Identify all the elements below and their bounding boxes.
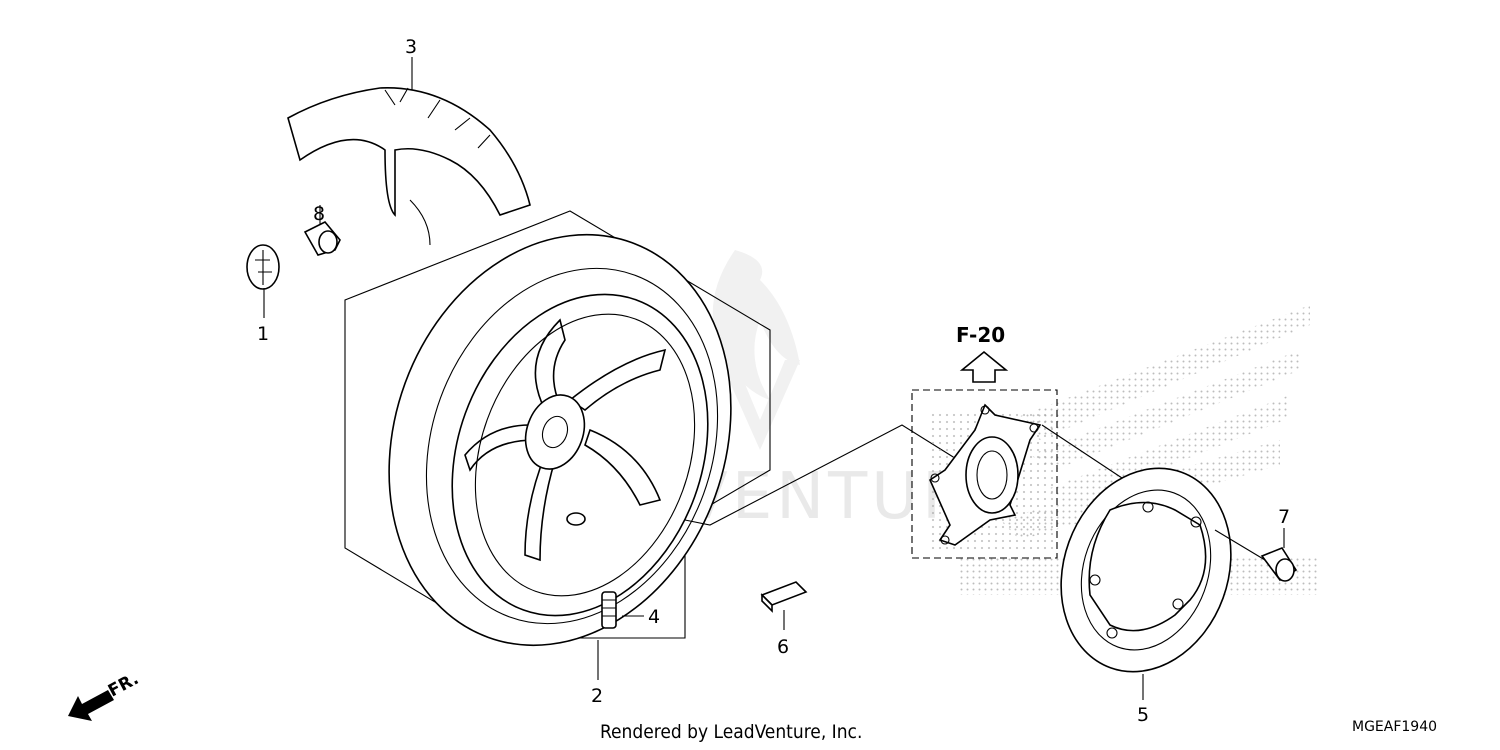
wing-shading (960, 305, 1320, 595)
bolt-part-7 (1214, 528, 1298, 582)
callout-7: 7 (1278, 506, 1290, 528)
diagram-code: MGEAF1940 (1352, 719, 1437, 735)
disc-leader (1041, 424, 1126, 481)
wheel-part-2 (388, 233, 732, 647)
f20-label: F-20 (956, 323, 1005, 347)
tire-part-3 (287, 87, 531, 246)
flange-part (928, 403, 1042, 546)
cap-part-1 (246, 244, 280, 318)
callout-1: 1 (257, 323, 269, 345)
wheel-group-outline (344, 210, 771, 639)
weight-part-6 (760, 581, 808, 630)
callout-2: 2 (591, 685, 603, 707)
valve-part-4 (601, 591, 644, 629)
callout-6: 6 (777, 636, 789, 658)
callout-3: 3 (405, 36, 417, 58)
f20-reference-box (911, 389, 1058, 559)
credit-text: Rendered by LeadVenture, Inc. (600, 721, 862, 743)
disc-part-5 (1060, 467, 1232, 700)
collar-part-8 (303, 205, 341, 256)
f20-arrow: F-20 (956, 323, 1009, 383)
callout-5: 5 (1137, 704, 1149, 726)
callout-8: 8 (313, 203, 325, 225)
front-indicator: FR. (68, 669, 142, 721)
callout-4: 4 (648, 606, 660, 628)
